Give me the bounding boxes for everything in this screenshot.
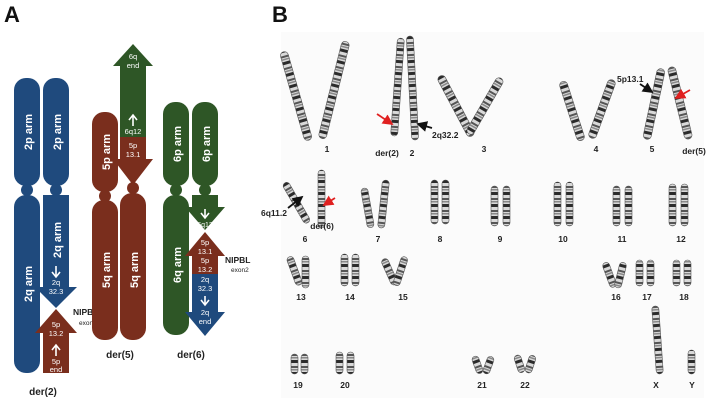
karyo-label-2q32-2: 2q32.2	[432, 130, 459, 140]
karyo-label-6q11-2: 6q11.2	[261, 208, 287, 218]
der2-end-5p: 5p	[52, 357, 60, 366]
red-arrow-der2	[376, 113, 394, 125]
der2-band-2q-num: 32.3	[49, 287, 64, 296]
karyo-label-10: 10	[558, 234, 568, 244]
karyo-label-der5: der(5)	[682, 146, 706, 156]
karyo-label-1: 1	[325, 144, 330, 154]
der5-up-arrow-icon	[128, 113, 138, 126]
der6-chromosome: 6p arm 6q12 5p 13.1 5p 13.2 2q 32.3 2q e…	[185, 102, 251, 336]
karyo-label-13: 13	[296, 292, 306, 302]
der5-band-5p: 5p	[129, 141, 137, 150]
black-arrow-5p13	[639, 82, 654, 93]
der5-band-5p-num: 13.1	[126, 150, 141, 159]
der5-label: der(5)	[106, 350, 134, 361]
red-arrow-der6	[322, 195, 336, 206]
der2-band-5p-num: 13.2	[49, 329, 64, 338]
der2-exon-label: exon1	[79, 320, 97, 327]
karyo-label-20: 20	[340, 380, 350, 390]
karyo-label-14: 14	[345, 292, 355, 302]
der5-band-6q: 6q12	[125, 127, 142, 136]
der6-band-6q: 6q12	[197, 222, 213, 229]
chr6-q-arm-label: 6q arm	[172, 247, 184, 283]
karyo-label-11: 11	[618, 234, 627, 244]
karyo-label-17: 17	[642, 292, 652, 302]
karyo-label-2: 2	[410, 148, 415, 158]
der5-chromosome: 6q end 6q12 5p 13.1 5q arm	[113, 44, 153, 340]
red-arrow-der5	[674, 88, 691, 99]
karyo-label-12: 12	[676, 234, 686, 244]
chr2-p-arm-label: 2p arm	[23, 114, 35, 150]
karyo-label-3: 3	[482, 144, 487, 154]
der6-down-arrow-icon	[200, 209, 210, 220]
karyo-label-5: 5	[650, 144, 655, 154]
der2-band-5p: 5p	[52, 320, 60, 329]
chromosome-2-normal: 2p arm 2q arm	[14, 78, 40, 373]
der6-band-5p2: 5p	[201, 256, 209, 265]
der6-band-5p1-num: 13.1	[198, 247, 213, 256]
der6-band-5p1: 5p	[201, 238, 209, 247]
panel-b-label: B	[272, 2, 288, 27]
chromosome-5-normal: 5p arm 5q arm	[92, 112, 118, 340]
chr6-p-arm-label: 6p arm	[172, 126, 184, 162]
der6-exon-label: exon2	[231, 267, 249, 274]
der5-q-end-label: end	[127, 61, 140, 70]
karyo-label-18: 18	[679, 292, 689, 302]
der6-label: der(6)	[177, 350, 205, 361]
der2-up-arrow-icon	[51, 343, 61, 356]
der2-chromosome: 2p arm 2q arm 2q 32.3 5p 13.2 5p end NIP…	[35, 78, 99, 374]
karyo-label-7: 7	[376, 234, 381, 244]
der6-gene-label: NIPBL	[225, 255, 251, 265]
der5-q-end: 6q	[129, 52, 137, 61]
karyo-label-der2: der(2)	[375, 148, 399, 158]
der2-p-arm-label: 2p arm	[52, 114, 64, 150]
chromosome-6-normal: 6p arm 6q arm	[163, 102, 189, 335]
der2-end-5p-label: end	[50, 365, 63, 374]
karyo-label-19: 19	[293, 380, 303, 390]
der2-down-arrow-icon	[51, 266, 61, 279]
der2-label: der(2)	[29, 387, 57, 398]
karyo-label-5p13-1: 5p13.1	[617, 74, 644, 84]
der6-band-2q: 2q	[201, 275, 209, 284]
karyotype-arrows	[287, 82, 691, 209]
chr2-q-arm-label: 2q arm	[23, 266, 35, 302]
der2-band-2q: 2q	[52, 278, 60, 287]
karyo-label-9: 9	[498, 234, 503, 244]
karyo-label-8: 8	[438, 234, 443, 244]
der6-end-2q-label: end	[199, 317, 212, 326]
karyo-label-16: 16	[611, 292, 621, 302]
der6-p-arm-label: 6p arm	[201, 126, 213, 162]
karyotype-chromosomes	[280, 35, 696, 375]
karyo-label-4: 4	[594, 144, 599, 154]
der6-band-2q-num: 32.3	[198, 284, 213, 293]
karyo-label-15: 15	[398, 292, 408, 302]
karyo-label-der6: der(6)	[310, 221, 334, 231]
der6-band-5p2-num: 13.2	[198, 265, 213, 274]
karyo-label-y: Y	[689, 380, 695, 390]
chr5-q-arm-label: 5q arm	[101, 252, 113, 288]
der5-q-arm-label: 5q arm	[129, 252, 141, 288]
karyo-label-6: 6	[303, 234, 308, 244]
karyo-label-21: 21	[477, 380, 487, 390]
chr5-p-arm-label: 5p arm	[101, 134, 113, 170]
der6-end-2q: 2q	[201, 308, 209, 317]
karyo-label-22: 22	[520, 380, 530, 390]
panel-a-label: A	[4, 2, 20, 27]
karyo-label-x: X	[653, 380, 659, 390]
black-arrow-2q32	[416, 121, 433, 132]
der6-down-arrow-2-icon	[200, 296, 210, 307]
der2-q-arm-label: 2q arm	[52, 222, 64, 258]
black-arrow-6q11	[287, 195, 304, 209]
der2-gene-label: NIPBL	[73, 307, 99, 317]
